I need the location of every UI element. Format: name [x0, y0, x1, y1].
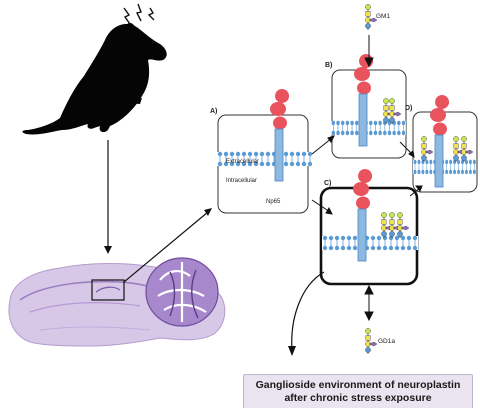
gm1-label: GM1 [376, 13, 390, 20]
intracellular-label: Intracellular [226, 178, 257, 184]
panel-b: B) [325, 53, 407, 159]
caption-box: Ganglioside environment of neuroplastin … [243, 374, 473, 408]
panel-arrows [311, 35, 423, 322]
caption-line-2: after chronic stress exposure [284, 392, 432, 404]
panel-d: D) [405, 94, 478, 193]
panel-a: A) Extracellular Intracellular Np65 [210, 88, 314, 214]
brain-section-icon [8, 257, 226, 347]
gd1a-label: GD1a [378, 338, 395, 345]
panel-c-letter: C) [324, 180, 331, 187]
hippocampus-box [91, 279, 125, 301]
caption-line-1: Ganglioside environment of neuroplastin [255, 379, 461, 391]
stress-lines-icon [123, 3, 155, 25]
brain-to-panel-arrow [123, 208, 212, 283]
rat-to-brain-arrow [104, 140, 112, 254]
panel-b-letter: B) [325, 62, 332, 69]
extracellular-label: Extracellular [226, 159, 259, 165]
np65-label: Np65 [266, 199, 281, 205]
rat-silhouette-icon [22, 23, 167, 135]
panel-a-letter: A) [210, 108, 217, 115]
panel-d-letter: D) [405, 105, 412, 112]
cerebellum-icon [145, 257, 219, 327]
curved-arrow [288, 271, 325, 356]
panel-c: C) [319, 168, 419, 286]
gd1a-glycan-icon [365, 328, 378, 355]
